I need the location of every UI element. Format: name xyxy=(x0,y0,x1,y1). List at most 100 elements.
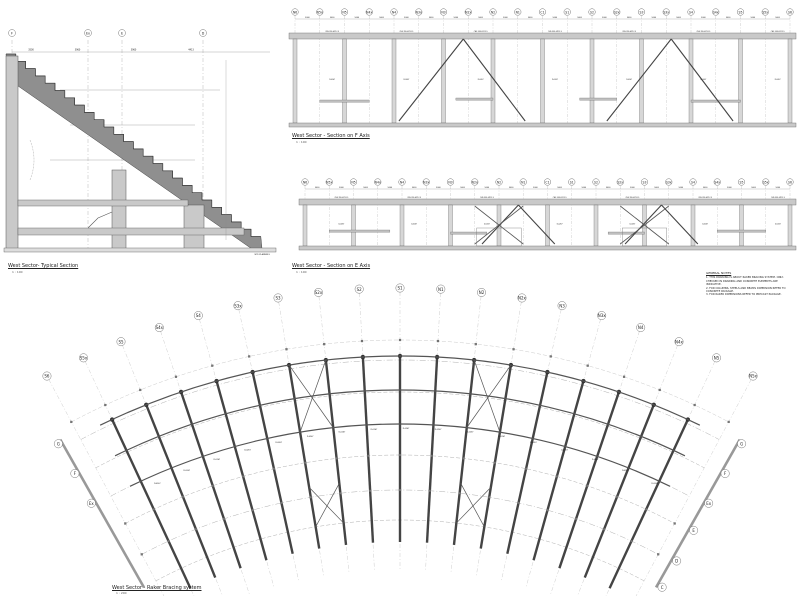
opening-frame xyxy=(476,227,522,247)
column-marker xyxy=(124,522,127,525)
member-tag: D-0267 xyxy=(700,79,706,81)
grid-bubble-C xyxy=(657,582,667,592)
column-marker xyxy=(309,496,312,499)
general-notes: GENERAL NOTES 1. THIS DRAWING IS ABOUT R… xyxy=(706,271,786,297)
grid-bubble-N1 xyxy=(514,8,522,16)
raker-member xyxy=(558,391,621,569)
grid-bubble-N4 xyxy=(390,8,398,16)
column-marker xyxy=(555,475,558,478)
grid-bubble-N4x-text: N4x xyxy=(375,180,381,184)
grid-bubble-S5x xyxy=(761,8,769,16)
grid-bubble-C-text: C xyxy=(661,585,664,590)
dimension-text: 5000 xyxy=(404,17,409,19)
grid-bubble-N1-text: N1 xyxy=(438,287,444,292)
seating-rake xyxy=(5,53,263,250)
grid-bubble-left-G xyxy=(53,439,63,449)
column-marker xyxy=(304,461,307,464)
dimension-text: 5000 xyxy=(478,17,483,19)
grid-bubble-N2x-text: N2x xyxy=(465,10,471,14)
grid-bubble-N2x xyxy=(471,178,479,186)
x-bracing xyxy=(288,364,334,428)
dimension-text: 5000 xyxy=(305,17,310,19)
grid-bubble-S3x-text: S3x xyxy=(666,180,672,184)
concrete-column xyxy=(183,204,205,251)
grid-bubble-S1 xyxy=(568,178,576,186)
grid-bubble-N2 xyxy=(495,178,503,186)
column-marker xyxy=(398,453,402,457)
grid-bubble-S6 xyxy=(786,8,794,16)
grid-bubble-N5 xyxy=(712,353,721,363)
grid-bubble-S1 xyxy=(563,8,571,16)
member-tag: D-0267 xyxy=(702,224,708,226)
grid-bubble-S4-text: S4 xyxy=(196,313,202,318)
grid-bubble-N4-text: N4 xyxy=(392,10,396,14)
x-bracing xyxy=(308,487,344,524)
concrete-column xyxy=(292,38,298,124)
dimension-text: 5000 xyxy=(776,187,781,189)
dimension-text: 5000 xyxy=(315,187,320,189)
concrete-column xyxy=(593,204,599,247)
section-f-title: West Sector - Section on F Axis xyxy=(292,133,370,139)
dimension-text: 5000 xyxy=(582,187,587,189)
dimension-text: 5000 xyxy=(679,187,684,189)
column-marker xyxy=(673,522,676,525)
dimension-text: 5000 xyxy=(606,187,611,189)
grid-bubble-N5x xyxy=(325,178,333,186)
grid-bubble-G-text: G xyxy=(740,441,743,446)
raker-brace xyxy=(606,38,672,122)
general-notes-heading: GENERAL NOTES xyxy=(706,271,732,275)
member-tag: D-0267 xyxy=(435,429,442,431)
grid-bubble-S2x-text: S2x xyxy=(617,180,623,184)
grid-bubble-S3-text: S3 xyxy=(640,10,644,14)
grid-bubble-D xyxy=(199,29,207,37)
concrete-column xyxy=(738,38,743,124)
column-marker xyxy=(242,475,245,478)
raker-member xyxy=(324,359,348,546)
concrete-column xyxy=(342,38,347,124)
grid-bubble-N3 xyxy=(440,8,448,16)
column-marker xyxy=(140,553,143,556)
typical-section-scale: 1 : 100 xyxy=(12,270,23,274)
column-marker xyxy=(335,457,338,460)
column-marker xyxy=(512,348,515,351)
grid-bubble-S2x xyxy=(613,8,621,16)
grid-bubble-S6-text: S6 xyxy=(44,374,50,379)
grid-bubble-N3x xyxy=(597,311,607,320)
member-tag: D-0267 xyxy=(626,79,632,81)
dimension-text: 5000 xyxy=(775,17,780,19)
grid-bubble-S2-text: S2 xyxy=(590,10,594,14)
grid-bubble-N4x xyxy=(674,337,684,347)
member-tag: D-0267 xyxy=(403,79,409,81)
member-tag: D-0267 xyxy=(371,429,378,431)
column-marker xyxy=(586,484,589,487)
concrete-column xyxy=(787,204,793,247)
grid-bubble-E-text: E xyxy=(692,528,695,533)
grid-bubble-N4 xyxy=(398,178,406,186)
member-tag: D-0267 xyxy=(622,470,629,472)
grid-bubble-N3 xyxy=(447,178,455,186)
grid-bubble-N5x-text: N5x xyxy=(326,180,332,184)
raker-member xyxy=(479,364,513,549)
grid-bubble-G xyxy=(737,439,747,449)
x-bracing xyxy=(315,483,340,528)
section-e-title: West Sector - Section on E Axis xyxy=(292,263,371,269)
raker-bracing-scale: 1 : 200 xyxy=(116,591,127,595)
grid-bubble-N3-text: N3 xyxy=(441,10,445,14)
column-marker xyxy=(693,403,696,407)
concrete-column xyxy=(739,204,744,247)
concrete-column xyxy=(391,38,397,124)
grid-bubble-S2 xyxy=(354,284,364,294)
dimension-text: 5000 xyxy=(703,187,708,189)
grid-bubble-S1-text: S1 xyxy=(570,180,574,184)
member-tag: D-0267 xyxy=(561,450,568,452)
member-tag: D-0267 xyxy=(275,442,282,444)
grid-bubble-N3x xyxy=(415,8,423,16)
grid-bubble-S2x xyxy=(616,178,624,186)
grid-bubble-N2x xyxy=(464,8,472,16)
grid-bubble-N5x xyxy=(748,371,758,381)
grid-bubble-N3x-text: N3x xyxy=(423,180,429,184)
column-marker xyxy=(488,496,491,499)
raker-member xyxy=(452,359,476,546)
